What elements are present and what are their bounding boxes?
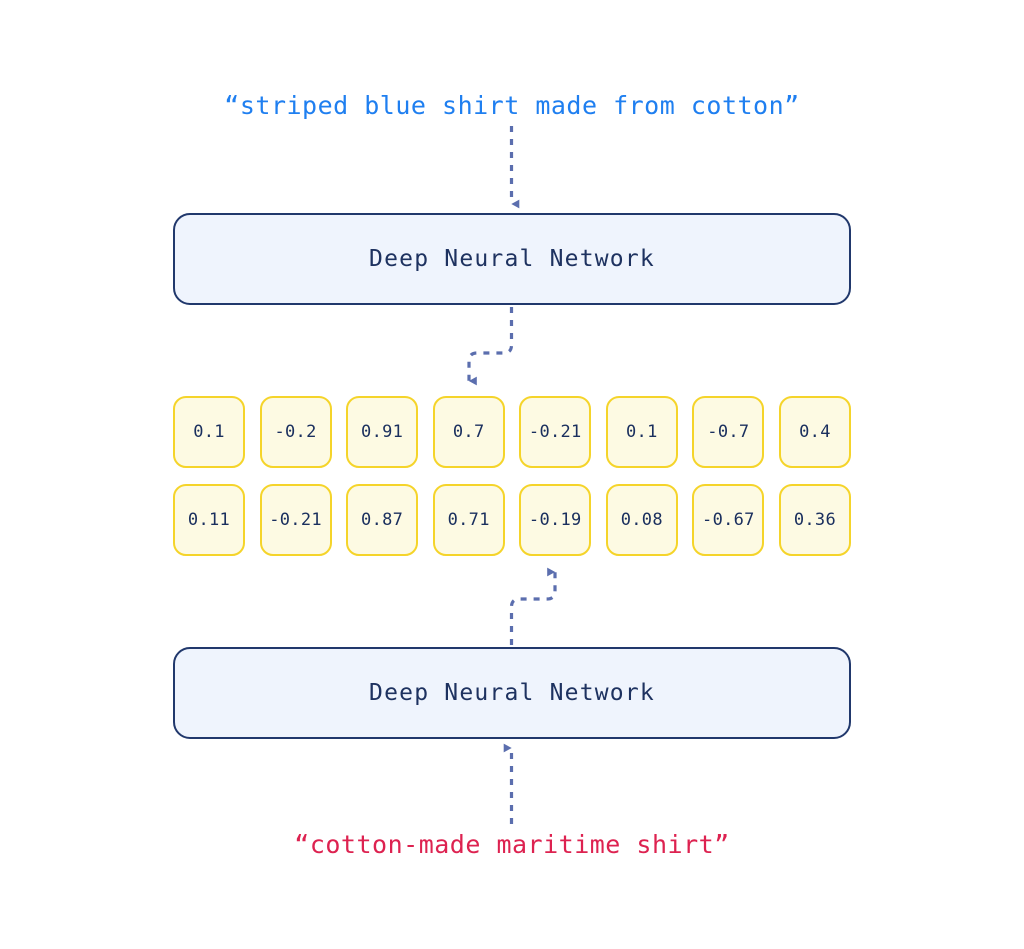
connector-top-output <box>467 307 514 386</box>
embedding-cell: -0.7 <box>692 396 765 468</box>
embedding-cell: 0.87 <box>346 484 419 556</box>
connector-bottom-output <box>509 567 557 645</box>
embedding-cell: 0.11 <box>173 484 245 556</box>
network-label-top: Deep Neural Network <box>369 246 655 272</box>
embedding-cell: 0.7 <box>432 396 505 468</box>
embedding-cell: 0.1 <box>173 396 245 468</box>
deep-neural-network-box-bottom: Deep Neural Network <box>173 647 851 739</box>
embedding-cell: 0.36 <box>778 484 851 556</box>
embedding-cell: -0.67 <box>692 484 765 556</box>
embedding-cell: -0.21 <box>259 484 332 556</box>
embedding-cell: -0.19 <box>519 484 592 556</box>
embedding-cell: 0.4 <box>778 396 851 468</box>
input-text-positive: “striped blue shirt made from cotton” <box>224 91 800 120</box>
embedding-cell: 0.71 <box>432 484 505 556</box>
input-text-negative: “cotton-made maritime shirt” <box>294 830 730 859</box>
deep-neural-network-box-top: Deep Neural Network <box>173 213 851 305</box>
network-label-bottom: Deep Neural Network <box>369 680 655 706</box>
embedding-cell: -0.2 <box>259 396 332 468</box>
embedding-cell: 0.91 <box>346 396 419 468</box>
embedding-cell: -0.21 <box>519 396 592 468</box>
embedding-cell: 0.08 <box>605 484 678 556</box>
embedding-cell: 0.1 <box>605 396 678 468</box>
